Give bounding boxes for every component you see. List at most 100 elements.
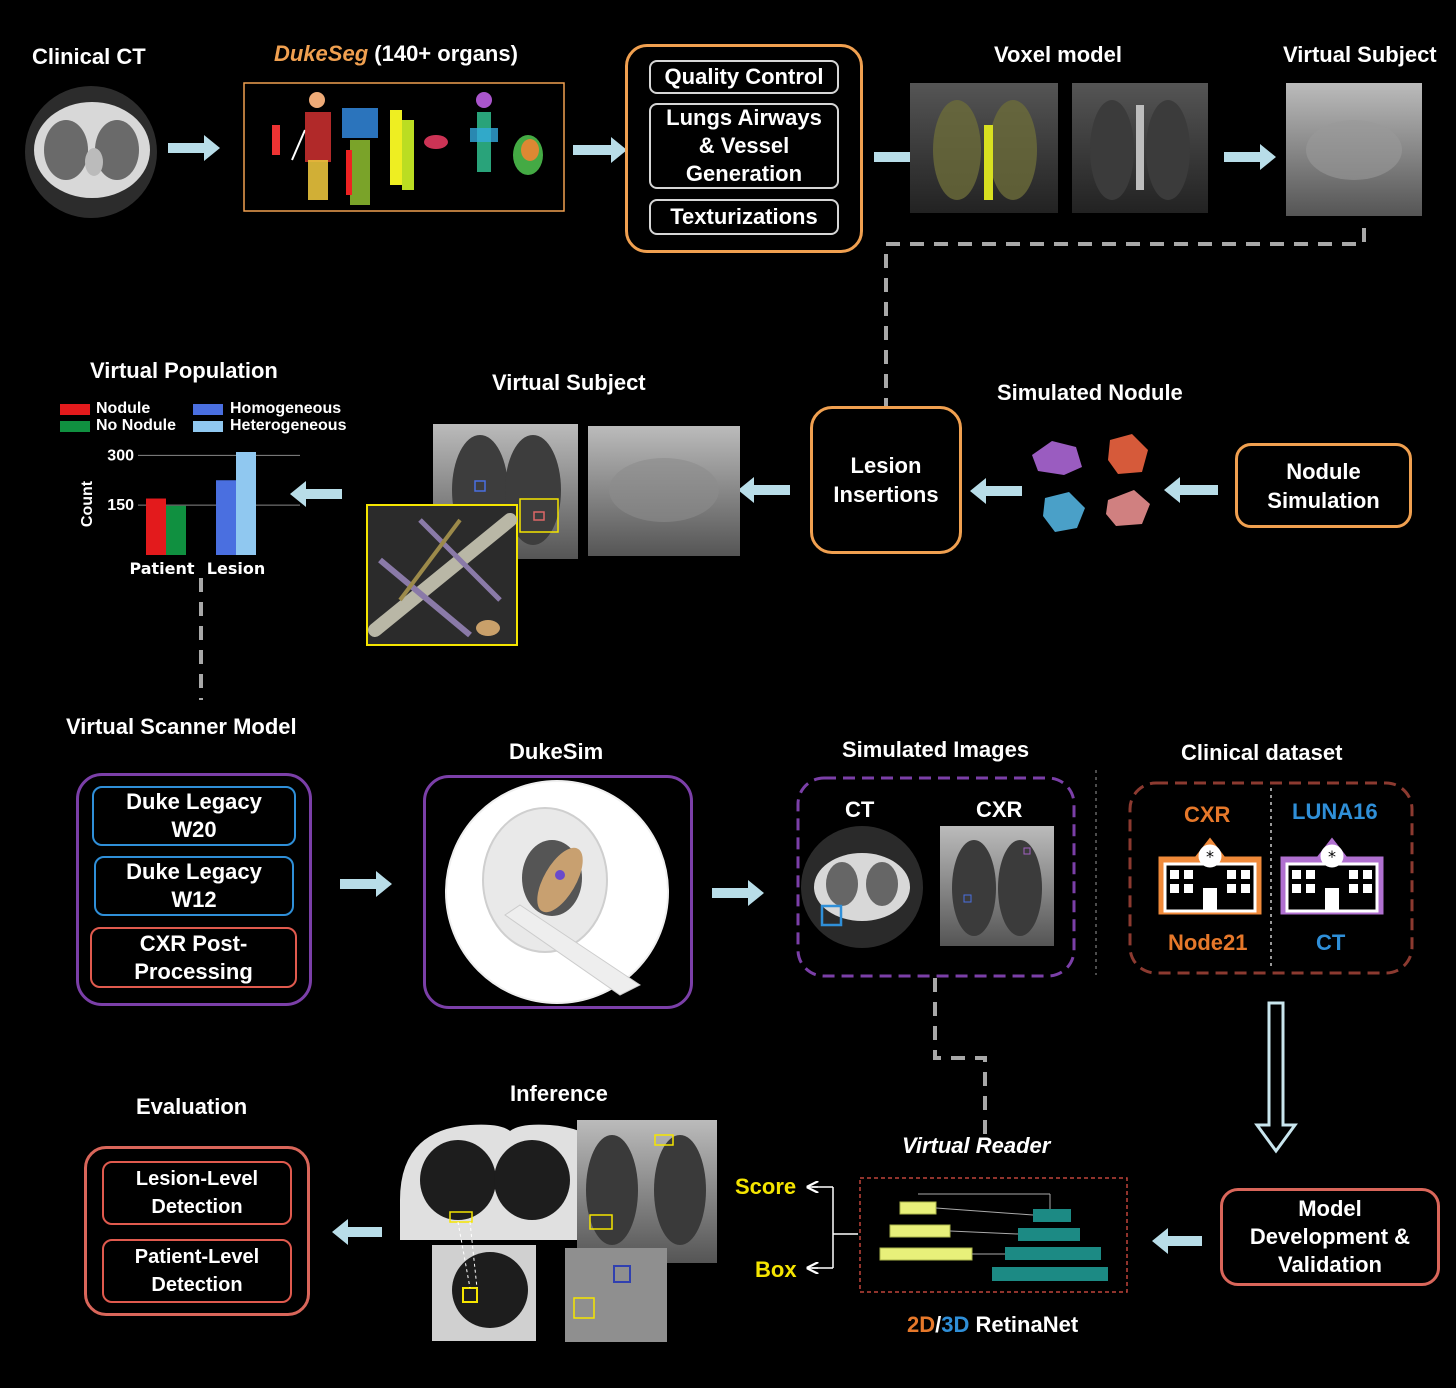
svg-text:*: * [1206,847,1214,866]
clinical-dataset-frame [1128,781,1414,975]
arrow-scanner-to-dukesim [340,871,392,897]
svg-text:*: * [1328,847,1336,866]
quality-control-label: Quality Control [664,64,824,89]
voxel-model-title: Voxel model [994,42,1122,67]
arrow-dukeseg-to-qc [573,137,627,163]
dukesim-box [423,775,693,1009]
simulated-nodule-images [1032,434,1150,532]
hospital-icon-node21: * [1158,837,1262,915]
arrow-dukesim-to-images [712,880,764,906]
legend-swatch-heterogeneous [193,421,223,432]
quality-control-item: Quality Control [649,60,839,94]
duke-legacy-w12-label: Duke Legacy W12 [126,859,262,912]
evaluation-box: Lesion-Level Detection Patient-Level Det… [84,1146,310,1316]
nodule-simulation-label: Nodule Simulation [1267,458,1380,513]
clinical-ct-label: CT [1316,930,1346,955]
retinanet-2d: 2D [907,1312,936,1337]
clinical-dataset-title: Clinical dataset [1181,740,1343,765]
duke-legacy-w20-label: Duke Legacy W20 [126,789,262,842]
dukesim-scanner-image [445,780,669,1004]
flow-arrows [168,135,1276,1254]
lesion-level-item: Lesion-Level Detection [102,1161,292,1225]
lesion-insertions-box: Lesion Insertions [810,406,962,554]
arrow-model-to-reader [1152,1228,1202,1254]
virtual-subject-top-image [1286,83,1422,216]
arrow-inference-to-eval [332,1219,382,1245]
score-box-bracket [808,1187,858,1268]
arrow-nodsim-to-nodule [1164,477,1218,503]
simulated-cxr-label: CXR [976,797,1023,822]
retinanet-diagram [859,1177,1128,1293]
dash-subject-to-lesion [884,228,1366,406]
dukeseg-brand: DukeSeg [274,41,369,66]
simulated-images [801,826,1054,948]
dukeseg-title: DukeSeg (140+ organs) [274,41,518,67]
score-label: Score [735,1174,797,1199]
dukeseg-suffix: (140+ organs) [368,41,518,66]
simulated-images-frame [796,776,1076,978]
chart-category-label: Lesion [207,559,265,578]
chart-bar-no-nodule [166,505,186,555]
chart-ytick-label: 300 [107,447,134,464]
arrow-nodule-to-lesion [970,478,1022,504]
cxr-post-processing-item: CXR Post- Processing [90,927,297,988]
retinanet-name: RetinaNet [969,1312,1079,1337]
legend-swatch-no-nodule [60,421,90,432]
texturizations-item: Texturizations [649,199,839,235]
legend-nodule: Nodule [96,400,151,417]
arrow-ct-to-dukeseg [168,135,220,161]
chart-ylabel: Count [79,480,96,527]
inference-title: Inference [510,1081,608,1106]
legend-swatch-nodule [60,404,90,415]
clinical-luna16-label: LUNA16 [1292,799,1378,824]
virtual-subject-mid-images [366,424,740,646]
patient-level-label: Patient-Level Detection [134,1246,260,1296]
chart-category-label: Patient [129,559,194,578]
virtual-population-chart: Nodule No Nodule Homogeneous Heterogeneo… [60,400,380,585]
processing-box: Quality Control Lungs Airways & Vessel G… [625,44,863,253]
arrow-voxel-to-subject [1224,144,1276,170]
simulated-images-title: Simulated Images [842,737,1030,762]
legend-no-nodule: No Nodule [96,417,176,434]
duke-legacy-w12-item: Duke Legacy W12 [94,856,294,916]
arrow-subject-to-population [290,481,342,507]
lesion-level-label: Lesion-Level Detection [135,1168,259,1218]
arrow-clinical-to-model [1254,1001,1298,1154]
dukeseg-organs-image [243,82,565,212]
texturizations-label: Texturizations [670,204,818,229]
arrow-lesion-to-subject [738,477,790,503]
clinical-cxr-label: CXR [1184,802,1231,827]
legend-swatch-homogeneous [193,404,223,415]
retinanet-3d: 3D [941,1312,970,1337]
hospital-icon-luna16: * [1280,837,1384,915]
box-label: Box [755,1257,797,1282]
voxel-model-images [910,83,1208,213]
virtual-scanner-box: Duke Legacy W20 Duke Legacy W12 CXR Post… [76,773,312,1006]
simulated-nodule-title: Simulated Nodule [997,380,1183,405]
retinanet-sep: / [935,1312,942,1337]
lungs-airways-item: Lungs Airways & Vessel Generation [649,103,839,189]
chart-bar-nodule [146,498,166,555]
virtual-subject-mid-title: Virtual Subject [492,370,646,395]
dashed-connectors [199,228,1366,1138]
clinical-ct-title: Clinical CT [32,44,146,69]
lungs-airways-label: Lungs Airways & Vessel Generation [666,105,822,186]
nodule-simulation-box: Nodule Simulation [1235,443,1412,528]
patient-level-item: Patient-Level Detection [102,1239,292,1303]
evaluation-title: Evaluation [136,1094,248,1119]
dash-images-to-reader [933,978,987,1138]
legend-heterogeneous: Heterogeneous [230,417,347,434]
cxr-post-processing-label: CXR Post- Processing [134,930,253,984]
chart-bar-heterogeneous [236,452,256,555]
chart-bar-homogeneous [216,480,236,555]
inference-images [400,1120,717,1342]
retinanet-label: 2D/3D RetinaNet [907,1312,1078,1338]
virtual-subject-top-title: Virtual Subject [1283,42,1437,67]
legend-homogeneous: Homogeneous [230,400,342,417]
clinical-ct-image [25,86,157,218]
virtual-population-title: Virtual Population [90,358,278,383]
model-development-label: Model Development & Validation [1249,1196,1411,1277]
simulated-ct-label: CT [845,797,875,822]
